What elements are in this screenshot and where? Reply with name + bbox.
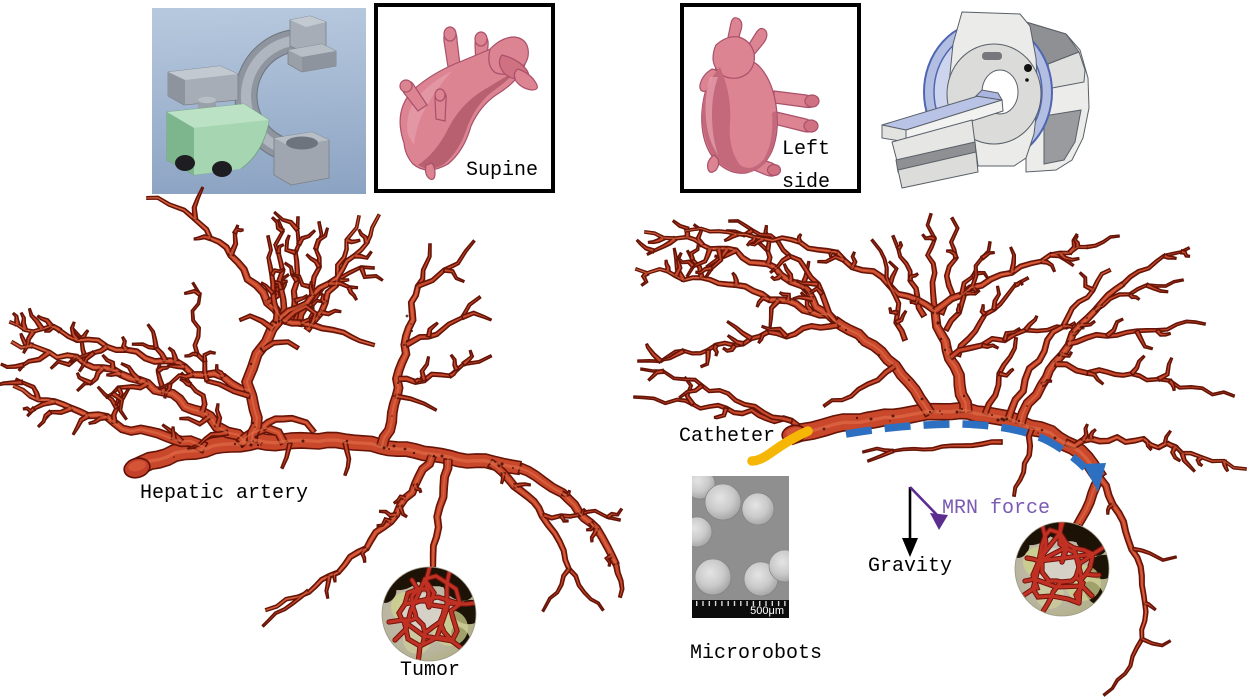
svg-text:500μm: 500μm <box>750 605 784 617</box>
